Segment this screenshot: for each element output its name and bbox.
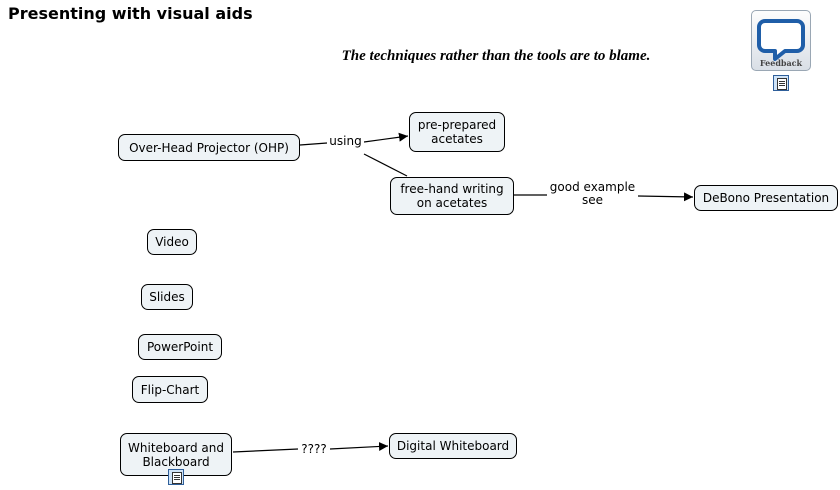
- concept-free-hand-writing[interactable]: free-hand writing on acetates: [390, 177, 514, 215]
- speech-bubble-icon: [757, 19, 805, 61]
- link-label-using: using: [327, 135, 364, 148]
- link-ohp-to-using: [299, 142, 328, 146]
- concept-video[interactable]: Video: [147, 229, 197, 255]
- concept-digital-whiteboard[interactable]: Digital Whiteboard: [389, 433, 517, 459]
- concept-flip-chart[interactable]: Flip-Chart: [132, 376, 208, 403]
- feedback-button[interactable]: Feedback: [751, 10, 811, 71]
- feedback-label: Feedback: [759, 58, 803, 68]
- feedback-document-icon[interactable]: [773, 75, 789, 91]
- concept-pre-prepared-acetates[interactable]: pre-prepared acetates: [409, 112, 505, 152]
- link-whiteboard-to-label: [232, 448, 299, 453]
- link-using-to-free-hand: [363, 153, 408, 177]
- concept-debono-presentation[interactable]: DeBono Presentation: [694, 185, 838, 211]
- page-title: Presenting with visual aids: [8, 4, 253, 23]
- concept-powerpoint[interactable]: PowerPoint: [138, 334, 222, 360]
- concept-slides[interactable]: Slides: [141, 284, 193, 310]
- whiteboard-document-icon[interactable]: [168, 469, 184, 485]
- concept-ohp[interactable]: Over-Head Projector (OHP): [118, 134, 300, 161]
- map-subtitle: The techniques rather than the tools are…: [341, 48, 651, 64]
- link-label-to-debono: [637, 192, 694, 202]
- link-label-good-example: good example see: [547, 181, 638, 207]
- concept-whiteboard-blackboard[interactable]: Whiteboard and Blackboard: [120, 433, 232, 476]
- link-label-unknown: ????: [298, 443, 330, 456]
- link-label-to-digital: [329, 441, 389, 451]
- link-using-to-pre-prepared: [363, 132, 409, 143]
